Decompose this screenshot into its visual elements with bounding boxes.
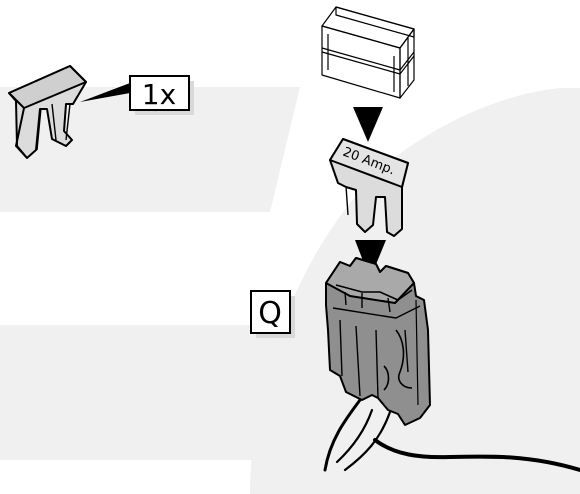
holder-wires bbox=[323, 398, 580, 472]
arrow-cover-to-fuse bbox=[353, 107, 383, 142]
quantity-label: 1x bbox=[142, 78, 176, 111]
connector-label: Q bbox=[258, 296, 282, 331]
fuse-holder bbox=[325, 257, 431, 426]
connector-callout: Q bbox=[250, 290, 295, 338]
quantity-callout: 1x bbox=[129, 75, 194, 115]
spare-fuse bbox=[8, 65, 87, 159]
quantity-leader-line bbox=[80, 83, 130, 102]
arrow-fuse-to-holder bbox=[355, 240, 386, 279]
fuse-20a: 20 Amp. bbox=[329, 138, 409, 237]
fuse-cover bbox=[321, 6, 415, 99]
